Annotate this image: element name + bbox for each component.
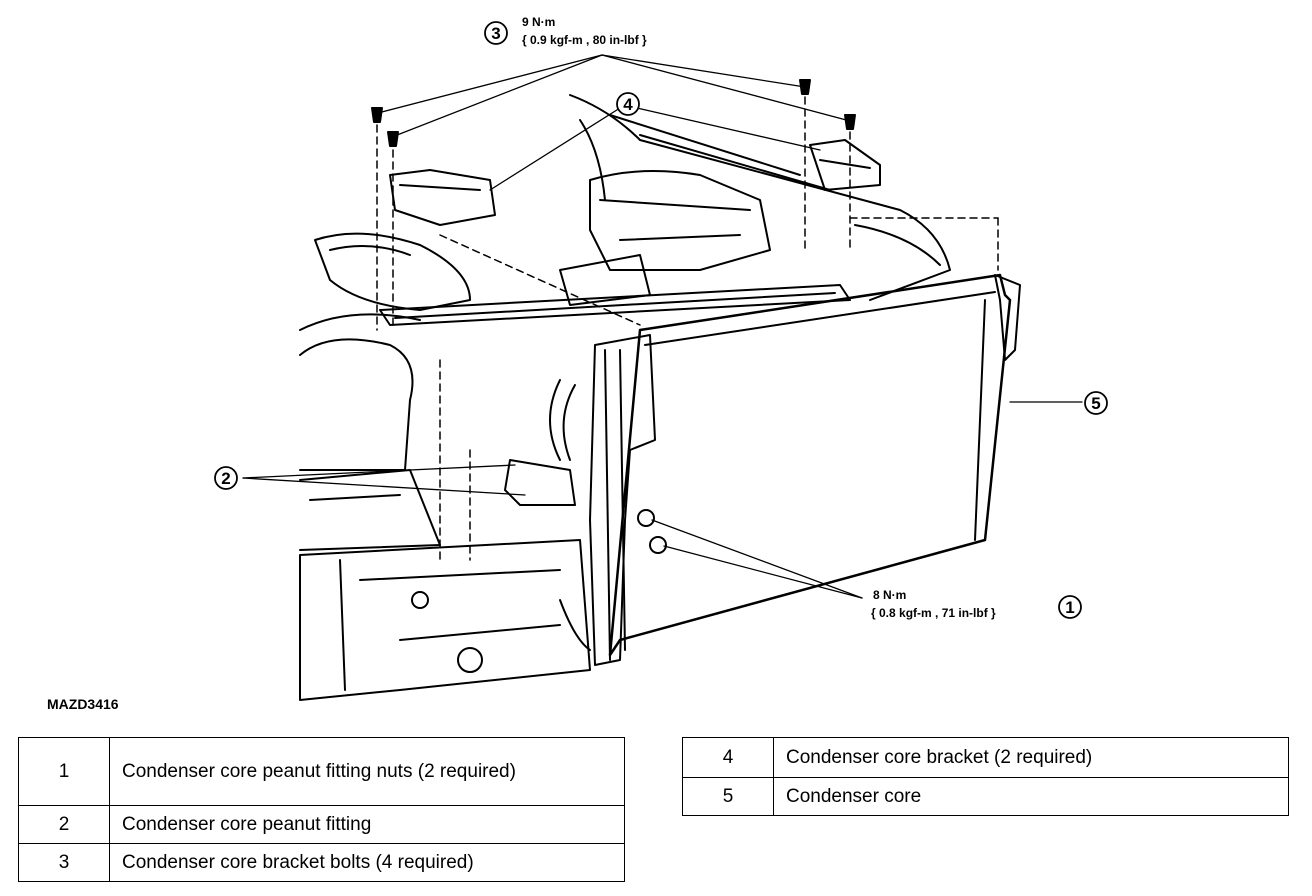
legend-description: Condenser core peanut fitting [109,805,625,844]
svg-text:9 N·m: 9 N·m [522,15,555,29]
peanut-fitting [504,459,576,506]
peanut-fitting-nut [637,509,655,527]
right-fender [569,94,951,301]
legend-number: 5 [682,777,774,816]
condenser-core-body [608,273,1012,657]
legend-row: 3 Condenser core bracket bolts (4 requir… [18,843,625,882]
condenser-exploded-diagram: 3 9 N·m { 0.9 kgf-m , 80 in-lbf } 4 2 5 … [47,15,1108,712]
left-bracket [389,169,496,226]
svg-text:{ 0.9 kgf-m , 80 in-lbf }: { 0.9 kgf-m , 80 in-lbf } [522,33,647,47]
legend-table-right: 4 Condenser core bracket (2 required) 5 … [682,737,1289,816]
svg-text:8 N·m: 8 N·m [873,588,906,602]
callout-4: 4 [616,92,640,116]
svg-text:3: 3 [491,24,500,43]
legend-row: 1 Condenser core peanut fitting nuts (2 … [18,737,625,806]
engine-area [589,170,771,271]
right-bracket [809,139,881,191]
headlamp-outline [314,232,471,311]
svg-text:2: 2 [221,469,230,488]
legend-number: 1 [18,737,110,806]
svg-text:1: 1 [1065,598,1074,617]
legend-description: Condenser core [773,777,1289,816]
condenser-end-tank [589,334,656,666]
legend-table-left: 1 Condenser core peanut fitting nuts (2 … [18,737,625,882]
bracket-bolts [371,79,856,147]
callout-3: 3 9 N·m { 0.9 kgf-m , 80 in-lbf } [484,15,647,47]
fender-outline [299,338,414,471]
svg-text:{ 0.8 kgf-m , 71 in-lbf }: { 0.8 kgf-m , 71 in-lbf } [871,606,996,620]
legend-row: 4 Condenser core bracket (2 required) [682,737,1289,778]
lower-radiator-area [299,539,591,701]
assembly-guide-lines [376,96,999,561]
legend-description: Condenser core bracket bolts (4 required… [109,843,625,882]
svg-text:5: 5 [1091,394,1100,413]
legend-number: 2 [18,805,110,844]
legend-description: Condenser core bracket (2 required) [773,737,1289,778]
legend-number: 4 [682,737,774,778]
legend-row: 5 Condenser core [682,777,1289,816]
svg-text:4: 4 [623,95,633,114]
leader-lines [242,54,1083,599]
legend-description: Condenser core peanut fitting nuts (2 re… [109,737,625,806]
callout-1: 8 N·m { 0.8 kgf-m , 71 in-lbf } 1 [871,588,1082,620]
legend-number: 3 [18,843,110,882]
callout-2: 2 [214,466,238,490]
figure-code: MAZD3416 [47,696,119,712]
callout-5: 5 [1084,391,1108,415]
peanut-fitting-nut [649,536,667,554]
radiator-support-rail [379,284,851,326]
legend-row: 2 Condenser core peanut fitting [18,805,625,844]
